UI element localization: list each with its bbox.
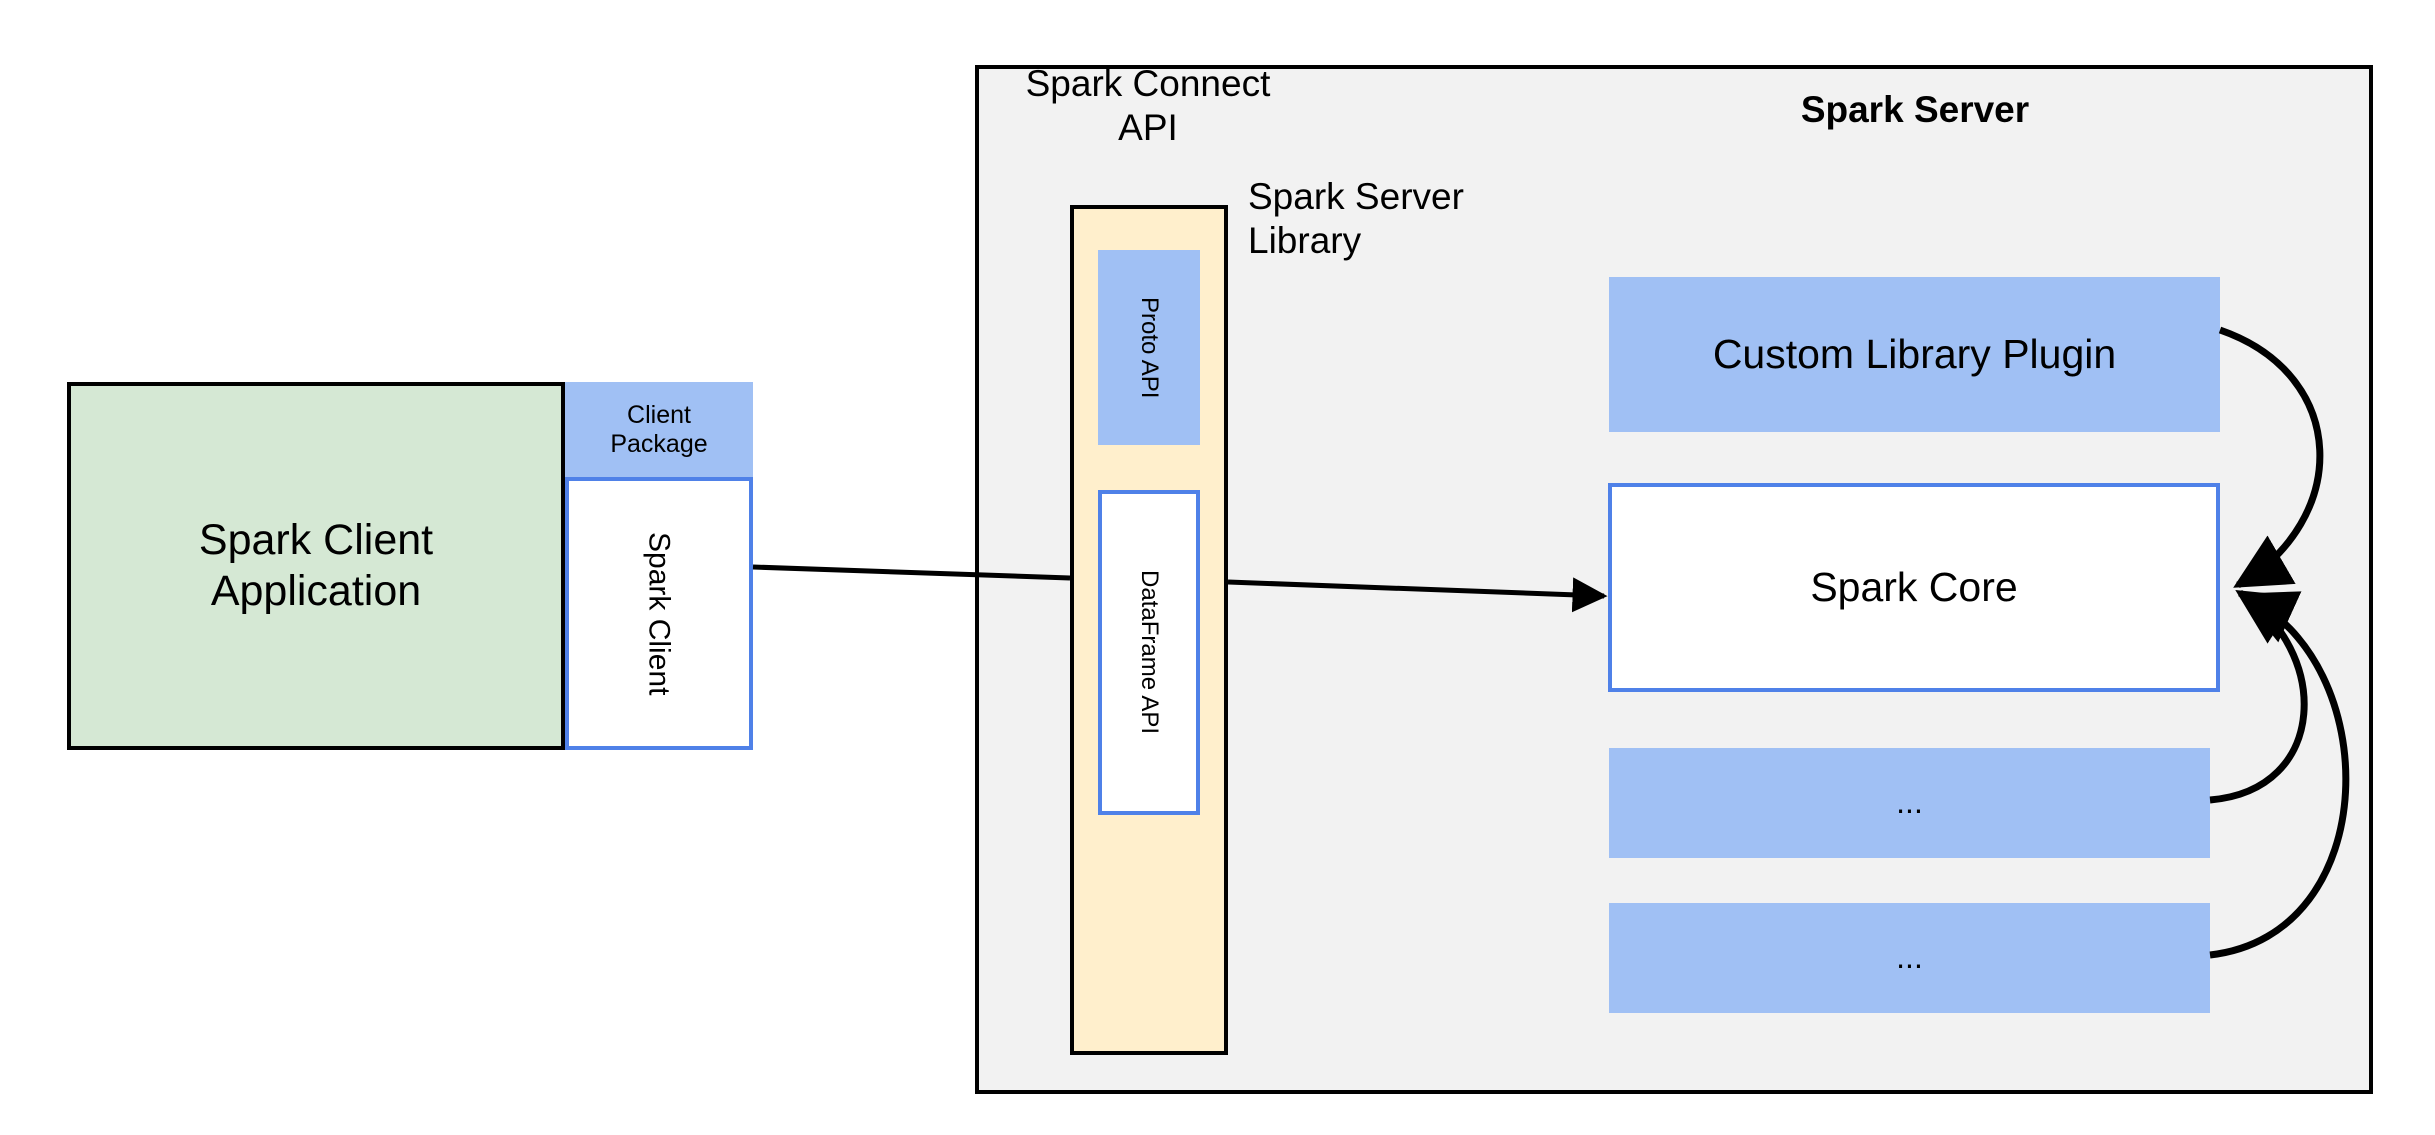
ellipsis-box-1-label: ... <box>1896 784 1923 821</box>
ellipsis-box-1[interactable]: ... <box>1609 748 2210 858</box>
dataframe-api-box[interactable]: DataFrame API <box>1098 490 1200 815</box>
spark-connect-api-label: Spark Connect API <box>1003 62 1293 158</box>
custom-library-plugin-box[interactable]: Custom Library Plugin <box>1609 277 2220 432</box>
spark-server-library-label-line2: Library <box>1248 219 1362 261</box>
spark-server-title: Spark Server <box>1800 89 2030 131</box>
spark-core-label: Spark Core <box>1810 564 2018 611</box>
spark-core-box[interactable]: Spark Core <box>1608 483 2220 692</box>
spark-client-application-label-line1: Spark Client <box>198 516 434 565</box>
spark-server-library-label-line1: Spark Server <box>1248 176 1464 217</box>
custom-library-plugin-label: Custom Library Plugin <box>1712 331 2117 378</box>
ellipsis-box-2[interactable]: ... <box>1609 903 2210 1013</box>
spark-client-label: Spark Client <box>642 531 676 696</box>
spark-connect-api-label-line2: API <box>1118 106 1178 148</box>
spark-client-application-label-line2: Application <box>210 567 422 615</box>
client-package-label-line2: Package <box>610 430 708 458</box>
proto-api-box[interactable]: Proto API <box>1098 250 1200 445</box>
spark-connect-api-label-line1: Spark Connect <box>1025 63 1271 104</box>
spark-server-library-label: Spark Server Library <box>1248 175 1548 275</box>
ellipsis-box-2-label: ... <box>1896 939 1923 976</box>
proto-api-label: Proto API <box>1136 296 1164 399</box>
client-package-label-line1: Client <box>627 400 691 429</box>
spark-client-box[interactable]: Spark Client <box>565 477 753 750</box>
spark-client-application-box[interactable]: Spark Client Application <box>67 382 565 750</box>
dataframe-api-label: DataFrame API <box>1136 570 1164 735</box>
client-package-box[interactable]: Client Package <box>565 382 753 478</box>
